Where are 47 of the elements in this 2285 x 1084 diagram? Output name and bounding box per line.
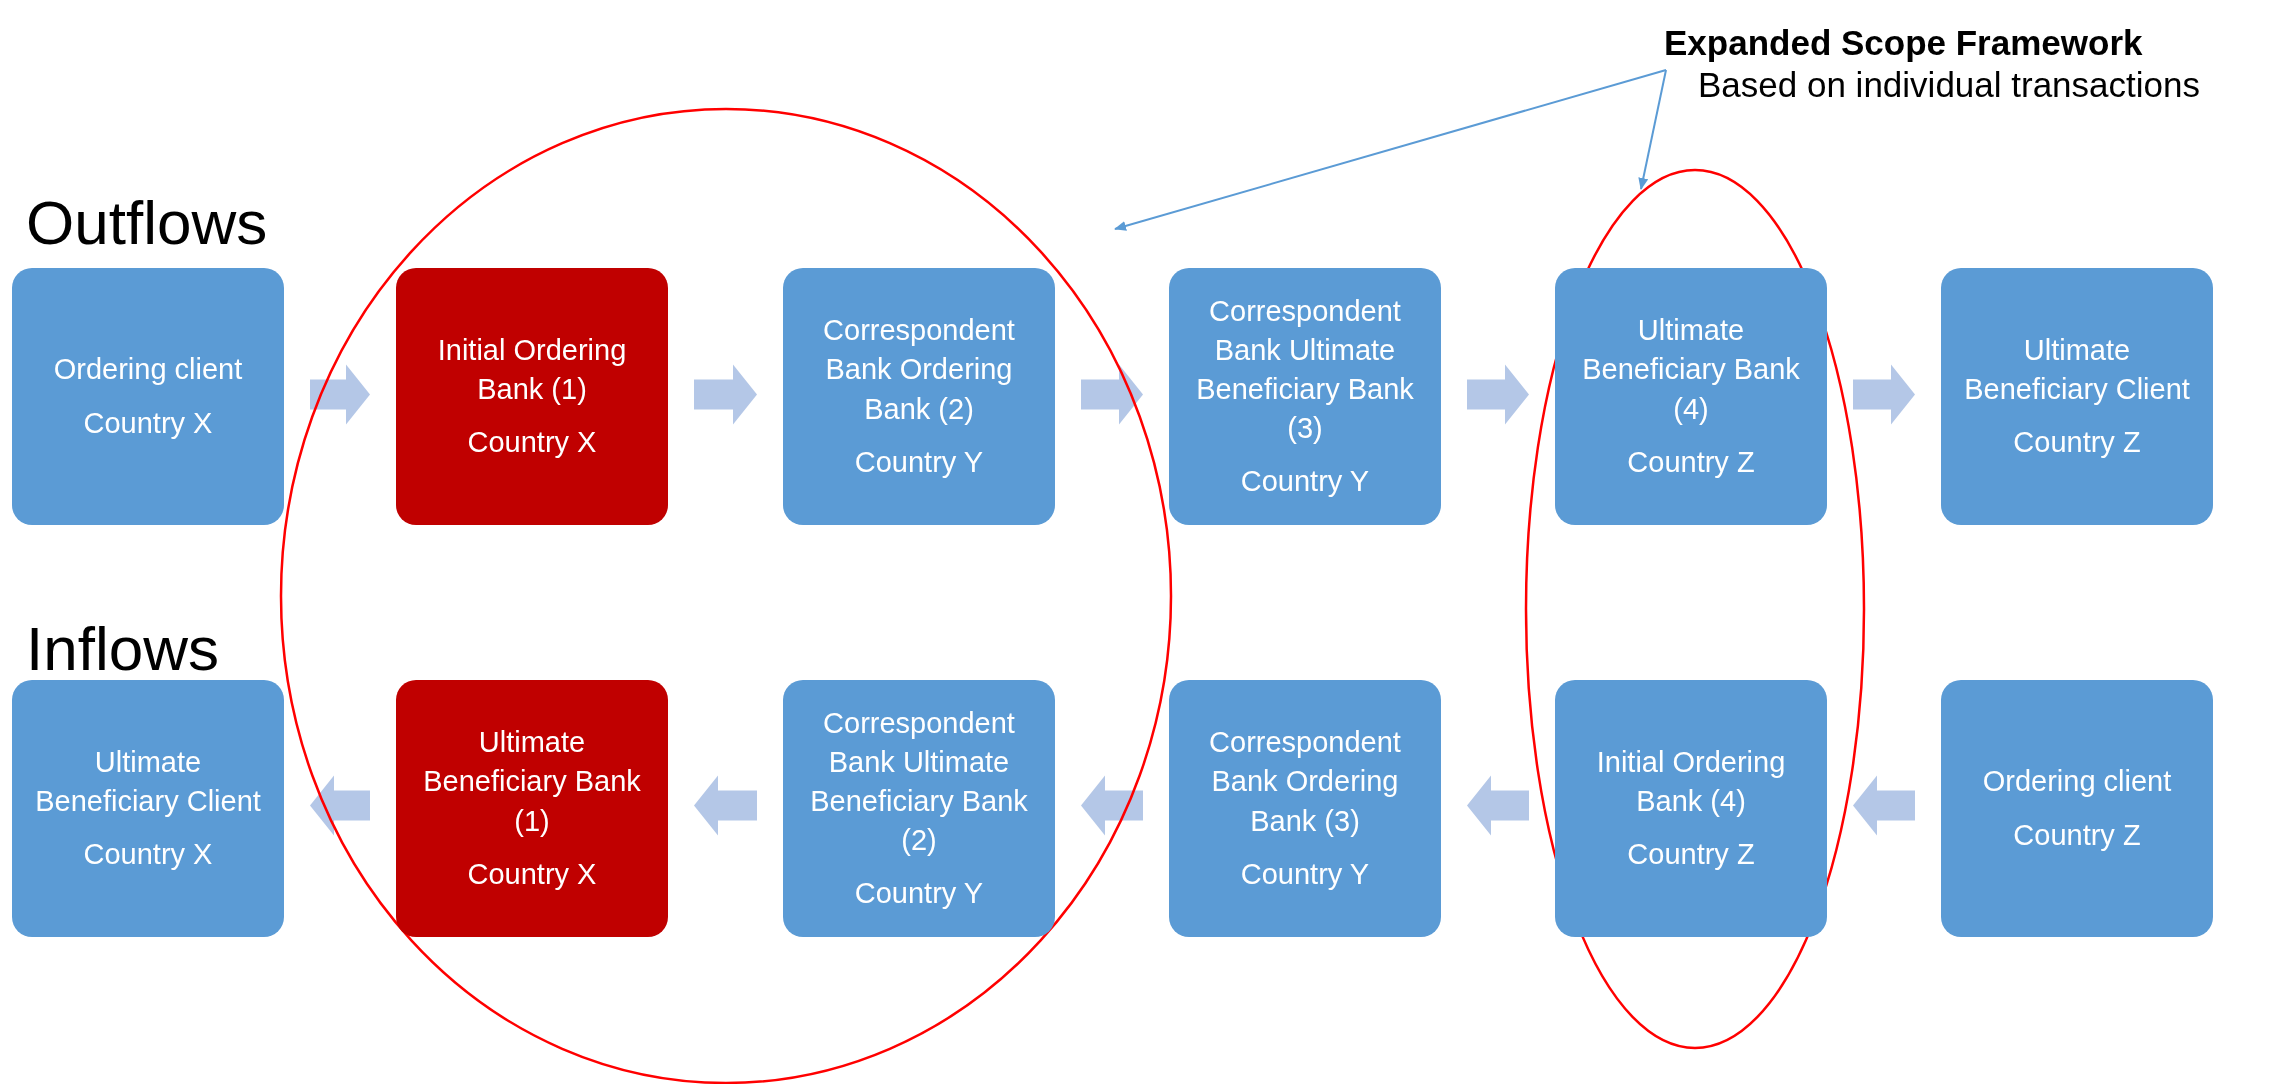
annotation-heading: Expanded Scope Framework — [1664, 22, 2144, 64]
entity-label: Ultimate Beneficiary Bank (1) — [422, 725, 642, 839]
block-arrow — [694, 364, 757, 425]
block-arrow — [310, 364, 370, 425]
bank-box — [1941, 268, 2213, 525]
entity-label: Ultimate Beneficiary Client — [1963, 332, 2191, 407]
bank-box — [1169, 680, 1441, 937]
entity-label: Correspondent Bank Ordering Bank (2) — [822, 313, 1016, 427]
block-arrow — [1081, 364, 1143, 425]
entity-label: Ordering client — [1982, 764, 2172, 800]
bank-box — [1941, 680, 2213, 937]
bank-box — [12, 268, 284, 525]
leader-arrow — [1638, 69, 1667, 190]
annotation-text: Based on individual transactions — [1698, 64, 2201, 106]
entity-label: Initial Ordering Bank (4) — [1595, 744, 1787, 819]
country-label: Country Y — [1240, 856, 1370, 892]
entity-label: Ultimate Beneficiary Bank (4) — [1581, 313, 1801, 427]
country-label: Country Z — [1627, 444, 1755, 480]
country-label: Country Z — [2013, 425, 2141, 461]
country-label: Country Y — [854, 444, 984, 480]
entity-label: Initial Ordering Bank (1) — [436, 332, 628, 407]
country-label: Country Y — [854, 876, 984, 912]
section-heading: Outflows — [26, 192, 268, 254]
block-arrow — [1467, 364, 1529, 425]
entity-label: Correspondent Bank Ordering Bank (3) — [1208, 725, 1402, 839]
bank-box — [1169, 268, 1441, 525]
block-arrow — [1853, 364, 1915, 425]
entity-label: Ultimate Beneficiary Client — [34, 744, 262, 819]
country-label: Country X — [467, 856, 597, 892]
bank-box — [12, 680, 284, 937]
entity-label: Correspondent Bank Ultimate Beneficiary Bank (3) — [1195, 293, 1415, 447]
leader-arrow — [1114, 69, 1667, 231]
country-label: Country X — [83, 405, 213, 441]
country-label: Country Z — [1627, 837, 1755, 873]
block-arrow — [1081, 775, 1143, 836]
country-label: Country Z — [2013, 817, 2141, 853]
section-heading: Inflows — [26, 618, 219, 680]
country-label: Country X — [467, 425, 597, 461]
entity-label: Ordering client — [53, 352, 243, 388]
block-arrow — [694, 775, 757, 836]
block-arrow — [1853, 775, 1915, 836]
block-arrow — [1467, 775, 1529, 836]
entity-label: Correspondent Bank Ultimate Beneficiary Bank (2) — [809, 705, 1029, 859]
block-arrow — [310, 775, 370, 836]
ellipse-outline — [280, 108, 1172, 1084]
country-label: Country Y — [1240, 464, 1370, 500]
country-label: Country X — [83, 837, 213, 873]
